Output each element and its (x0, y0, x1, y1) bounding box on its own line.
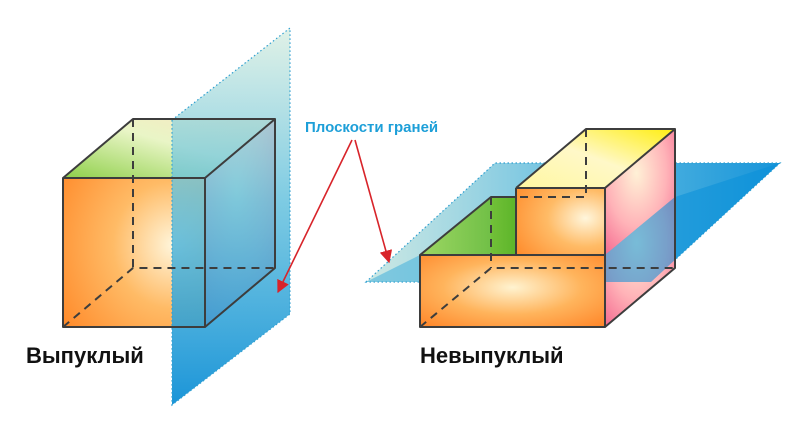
convex-caption: Выпуклый (26, 343, 144, 368)
nonconvex-front-face (420, 255, 605, 327)
nonconvex-solid-edges (419, 128, 676, 328)
nonconvex-top-face (516, 129, 675, 188)
plane-pointer-arrows (277, 139, 393, 294)
nonconvex-upper-right-face (605, 129, 675, 255)
planes-note-label: Плоскости граней (305, 119, 438, 136)
arrow-to-vertical-plane (277, 139, 353, 294)
nonconvex-upper-front-face (516, 188, 605, 255)
horizontal-face-plane-left-strip (366, 255, 420, 282)
vertical-face-plane (171, 26, 291, 407)
nonconvex-solid (420, 129, 675, 327)
nonconvex-caption: Невыпуклый (420, 343, 564, 368)
arrow-to-horizontal-plane (354, 139, 393, 264)
convex-cube-edges (62, 118, 276, 328)
horizontal-face-plane-front (605, 163, 780, 282)
